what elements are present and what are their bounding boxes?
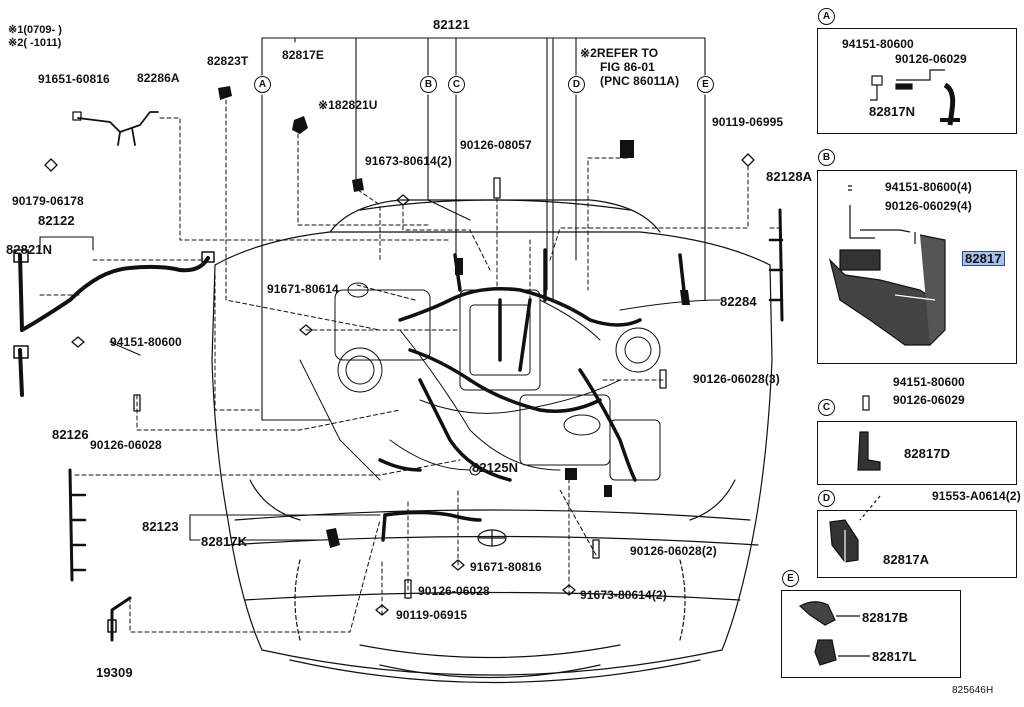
- callout-A[interactable]: A: [254, 76, 271, 93]
- detail-A-badge: A: [818, 8, 835, 25]
- refer-link-fig[interactable]: FIG 86-01: [600, 60, 655, 74]
- part-19309: [107, 596, 132, 642]
- detail-A-box: [817, 28, 1017, 134]
- detail-C-90126-06029[interactable]: 90126-06029: [893, 393, 965, 407]
- callout-C[interactable]: C: [448, 76, 465, 93]
- leader-lines: [39, 99, 781, 633]
- part-label-91673-80614-2-bottom[interactable]: 91673-80614(2): [580, 588, 667, 602]
- detail-E-box: [781, 590, 961, 678]
- part-label-82284[interactable]: 82284: [720, 294, 757, 309]
- detail-B-artwork: [828, 185, 946, 346]
- part-label-94151-80600[interactable]: 94151-80600: [110, 335, 182, 349]
- bracket-82121: [39, 37, 706, 541]
- part-label-91671-80816[interactable]: 91671-80816: [470, 560, 542, 574]
- part-label-82128A[interactable]: 82128A: [766, 169, 813, 184]
- part-label-90126-08057[interactable]: 90126-08057: [460, 138, 532, 152]
- part-label-90126-06028-2[interactable]: 90126-06028(2): [630, 544, 717, 558]
- part-label-91673-80614-2-top[interactable]: 91673-80614(2): [365, 154, 452, 168]
- harness-82126: [68, 468, 87, 582]
- detail-D-82817A[interactable]: 82817A: [883, 552, 930, 567]
- part-label-90126-06028-3[interactable]: 90126-06028(3): [693, 372, 780, 386]
- harness-82128A: [768, 208, 784, 322]
- part-label-90126-06028-bottom[interactable]: 90126-06028: [418, 584, 490, 598]
- footnote-1: ※1(0709- ): [8, 24, 62, 36]
- detail-A-82817N[interactable]: 82817N: [869, 104, 916, 119]
- part-label-82286A[interactable]: 82286A: [137, 71, 180, 85]
- detail-A-90126-06029[interactable]: 90126-06029: [895, 52, 967, 66]
- part-label-82817K[interactable]: 82817K: [201, 534, 248, 549]
- detail-B-94151-80600-4[interactable]: 94151-80600(4): [885, 180, 972, 194]
- detail-A-94151-80600[interactable]: 94151-80600: [842, 37, 914, 51]
- detail-D-artwork: [829, 495, 881, 565]
- detail-B-90126-06029-4[interactable]: 90126-06029(4): [885, 199, 972, 213]
- part-label-82123[interactable]: 82123: [142, 519, 179, 534]
- diagram-code: 825646H: [952, 685, 994, 696]
- callout-E[interactable]: E: [697, 76, 714, 93]
- part-label-90119-06995[interactable]: 90119-06995: [712, 115, 784, 129]
- part-label-90119-06915[interactable]: 90119-06915: [396, 608, 468, 622]
- part-label-82821U[interactable]: ※182821U: [318, 98, 378, 112]
- part-label-90126-06028-left[interactable]: 90126-06028: [90, 438, 162, 452]
- detail-C-artwork: [857, 395, 881, 471]
- refer-link-pnc[interactable]: (PNC 86011A): [600, 74, 680, 88]
- detail-D-91553-A0614-2[interactable]: 91553-A0614(2): [932, 489, 1021, 503]
- detail-A-artwork: [870, 69, 960, 126]
- part-label-82821N[interactable]: 82821N: [6, 242, 53, 257]
- detail-C-box: [817, 421, 1017, 485]
- part-label-91671-80614[interactable]: 91671-80614: [267, 282, 339, 296]
- part-label-19309[interactable]: 19309: [96, 665, 133, 680]
- part-label-90179-06178[interactable]: 90179-06178: [12, 194, 84, 208]
- refer-line-1: ※2REFER TO: [580, 46, 659, 60]
- detail-D-box: [817, 510, 1017, 578]
- harness-82122: [18, 253, 210, 397]
- fasteners: [44, 111, 755, 616]
- callout-D[interactable]: D: [568, 76, 585, 93]
- harness-82122-connectors: [13, 249, 215, 359]
- engine-components: [299, 282, 721, 481]
- car-body-outline: [211, 199, 773, 684]
- detail-E-badge: E: [782, 570, 799, 587]
- part-label-91651-60816[interactable]: 91651-60816: [38, 72, 110, 86]
- part-label-82121[interactable]: 82121: [433, 17, 470, 32]
- detail-E-82817L[interactable]: 82817L: [872, 649, 917, 664]
- detail-C-82817D[interactable]: 82817D: [904, 446, 951, 461]
- footnote-2: ※2( -1011): [8, 37, 62, 49]
- part-label-82125N[interactable]: 82125N: [472, 460, 519, 475]
- callout-B[interactable]: B: [420, 76, 437, 93]
- part-82286A: [77, 111, 159, 146]
- detail-E-artwork: [798, 601, 870, 666]
- detail-D-badge: D: [818, 490, 835, 507]
- part-label-82817E[interactable]: 82817E: [282, 48, 324, 62]
- detail-B-box: [817, 170, 1017, 364]
- part-label-82122[interactable]: 82122: [38, 213, 75, 228]
- detail-C-badge: C: [818, 399, 835, 416]
- detail-E-82817B[interactable]: 82817B: [862, 610, 909, 625]
- part-label-82126[interactable]: 82126: [52, 427, 89, 442]
- detail-B-82817-highlighted[interactable]: 82817: [962, 251, 1005, 266]
- clip-parts: [218, 86, 690, 548]
- detail-C-94151-80600[interactable]: 94151-80600: [893, 375, 965, 389]
- part-label-82823T[interactable]: 82823T: [207, 54, 249, 68]
- detail-B-badge: B: [818, 149, 835, 166]
